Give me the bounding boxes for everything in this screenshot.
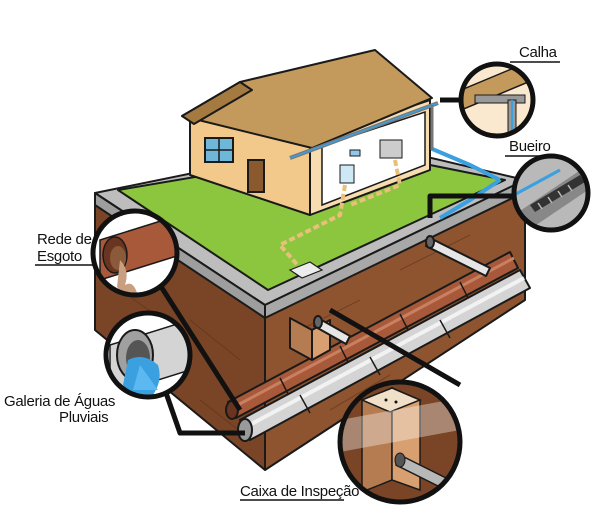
wastewater-line xyxy=(276,184,347,270)
sidewalk-manhole-cover xyxy=(288,261,324,279)
house xyxy=(181,49,439,279)
callout-caixa xyxy=(240,307,463,505)
storm-water-channel xyxy=(429,146,502,220)
label-galeria-1: Galeria de Águas xyxy=(4,393,115,410)
label-rede-esgoto-1: Rede de xyxy=(37,231,92,248)
callout-bueiro xyxy=(427,153,591,233)
house-door xyxy=(247,159,265,193)
label-calha: Calha xyxy=(519,44,558,61)
label-caixa-inspecao: Caixa de Inspeção xyxy=(240,483,359,500)
label-galeria-2: Pluviais xyxy=(59,409,108,426)
label-bueiro: Bueiro xyxy=(509,138,551,155)
callout-calha xyxy=(440,61,560,139)
callout-rede-esgoto xyxy=(35,208,243,412)
label-rede-esgoto-2: Esgoto xyxy=(37,248,82,265)
callout-galeria xyxy=(103,310,245,436)
